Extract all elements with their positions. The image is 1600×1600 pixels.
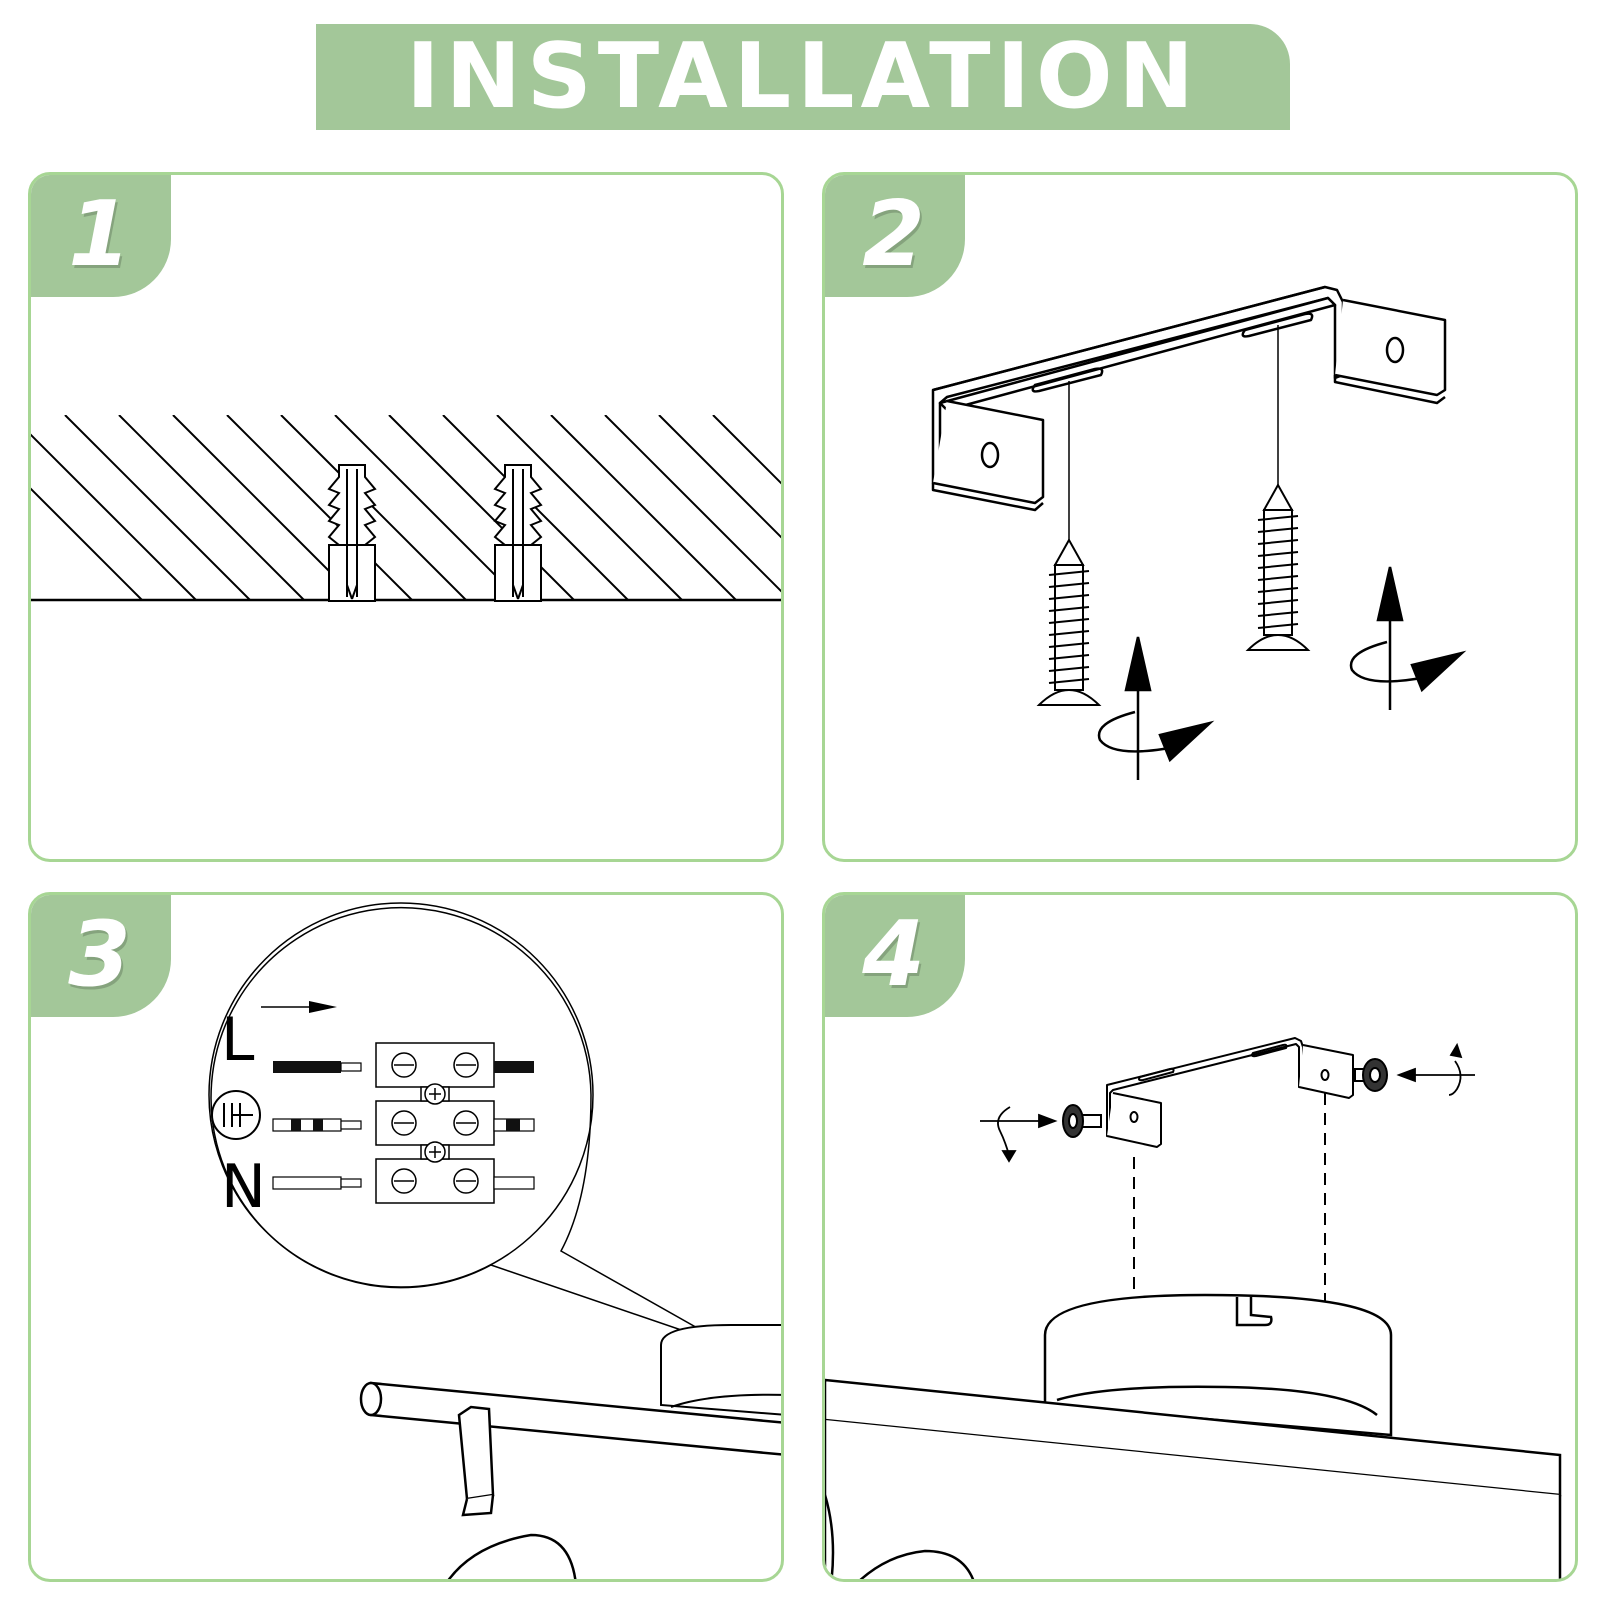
earth-wire	[272, 1118, 362, 1132]
ceiling-canopy	[1043, 1293, 1393, 1437]
wall-plug-icon	[327, 464, 377, 602]
wall-plug-icon	[493, 464, 543, 602]
step-number: 3	[68, 901, 131, 1007]
bolt-icon	[1062, 1104, 1102, 1138]
step-2-panel: 2	[822, 172, 1578, 862]
wiring-illustration: L N	[208, 902, 781, 1579]
step-4-badge: 4	[825, 895, 965, 1017]
step-number: 2	[862, 181, 925, 287]
fixture-mounting-illustration	[825, 1037, 1562, 1579]
wall-anchors-illustration	[31, 415, 781, 602]
live-wire	[273, 1061, 362, 1073]
neutral-wire	[272, 1176, 362, 1190]
bolt-icon	[1354, 1058, 1388, 1092]
step-3-panel: L N	[28, 892, 784, 1582]
terminal-block	[375, 1042, 495, 1204]
light-rail	[359, 1381, 781, 1456]
neutral-label: N	[221, 1152, 266, 1222]
rotate-clockwise-arrow-icon	[1097, 636, 1215, 780]
bracket-mounting-illustration	[931, 285, 1467, 780]
mounting-bracket	[931, 285, 1447, 512]
mounting-bracket	[1106, 1037, 1354, 1148]
ground-icon	[211, 1090, 261, 1140]
step-3-badge: 3	[31, 895, 171, 1017]
step-4-panel: 4	[822, 892, 1578, 1582]
step-number: 1	[68, 181, 131, 287]
step-2-badge: 2	[825, 175, 965, 297]
screw-icon	[1036, 537, 1102, 706]
step-1-panel: 1	[28, 172, 784, 862]
ceiling-canopy	[660, 1324, 781, 1416]
rotate-arrow-icon	[980, 1106, 1058, 1163]
installation-banner: INSTALLATION	[316, 24, 1290, 130]
ceiling-hatch	[31, 415, 781, 600]
page-title: INSTALLATION	[406, 24, 1200, 129]
screw-icon	[1245, 482, 1311, 651]
rotate-clockwise-arrow-icon	[1349, 566, 1467, 710]
light-rail	[825, 1378, 1562, 1579]
step-number: 4	[862, 901, 925, 1007]
step-1-badge: 1	[31, 175, 171, 297]
live-label: L	[221, 1005, 255, 1075]
spotlight-arm	[447, 1405, 577, 1579]
rotate-arrow-icon	[1396, 1042, 1475, 1096]
arrow-right-icon	[261, 1001, 337, 1013]
spotlight-head	[825, 1494, 975, 1579]
